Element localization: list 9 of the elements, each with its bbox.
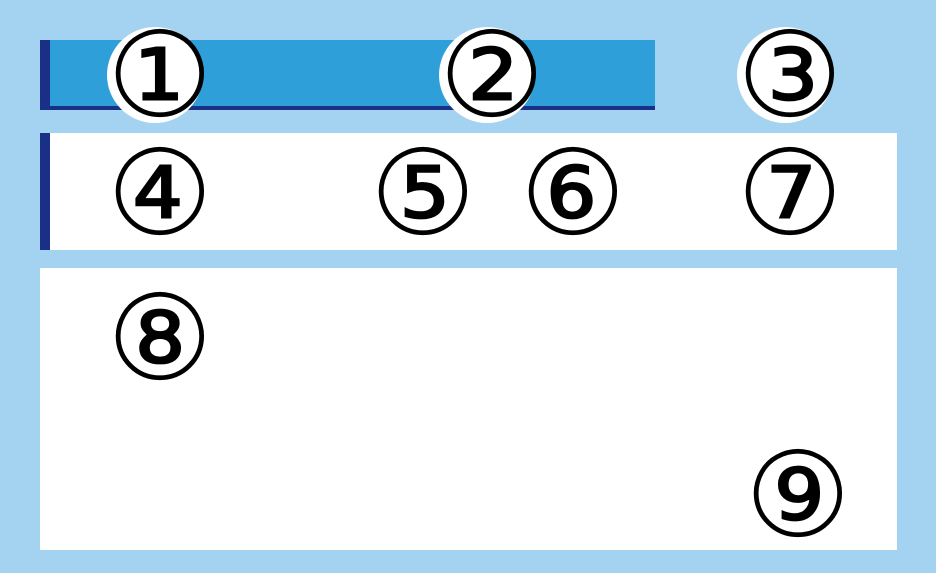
callout-number: ⑦	[737, 145, 833, 241]
middle-panel	[40, 133, 897, 250]
callout-number: ④	[107, 145, 203, 241]
callout-number: ③	[737, 27, 833, 123]
callout-number: ⑨	[745, 447, 841, 543]
callout-number: ⑥	[520, 145, 616, 241]
callout-number: ⑤	[370, 145, 466, 241]
bottom-panel	[40, 268, 897, 550]
callout-number: ⑧	[107, 290, 203, 386]
